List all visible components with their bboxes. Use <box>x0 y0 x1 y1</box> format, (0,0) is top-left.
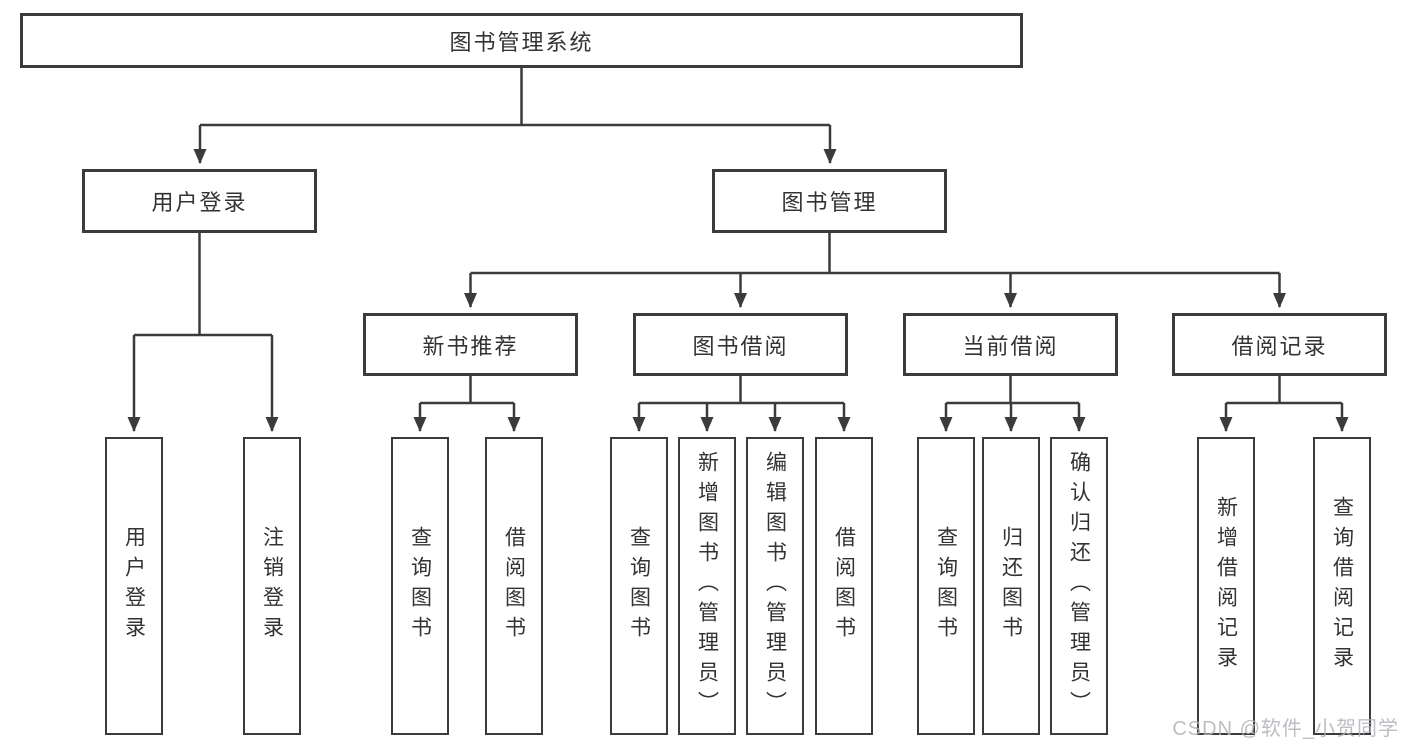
leaf-label: 借阅图书 <box>832 526 856 646</box>
node-label: 图书管理 <box>781 190 878 215</box>
watermark: CSDN @软件_小贺同学 <box>1172 718 1399 740</box>
leaf-label: 查询借阅记录 <box>1330 496 1354 676</box>
leaf-logout-login: 注销登录 <box>243 437 301 735</box>
node-label: 图书管理系统 <box>449 29 594 55</box>
node-label: 图书借阅 <box>692 333 789 359</box>
node-book-borrowing: 图书借阅 <box>633 313 848 376</box>
leaf-label: 查询图书 <box>627 526 651 646</box>
node-new-book-recommendation: 新书推荐 <box>363 313 578 376</box>
leaf-add-borrow-record: 新增借阅记录 <box>1197 437 1255 735</box>
leaf-label: 新增图书（管理员） <box>695 451 719 721</box>
node-label: 借阅记录 <box>1231 333 1328 359</box>
leaf-query-books-borrowing: 查询图书 <box>610 437 668 735</box>
leaf-label: 查询图书 <box>934 526 958 646</box>
leaf-query-borrow-record: 查询借阅记录 <box>1313 437 1371 735</box>
leaf-label: 编辑图书（管理员） <box>763 451 787 721</box>
leaf-borrow-books: 借阅图书 <box>815 437 873 735</box>
leaf-label: 用户登录 <box>122 526 146 646</box>
node-library-management-system: 图书管理系统 <box>20 13 1023 68</box>
node-label: 新书推荐 <box>422 333 519 359</box>
leaf-confirm-return-admin: 确认归还（管理员） <box>1050 437 1108 735</box>
node-label: 用户登录 <box>151 190 248 215</box>
node-user-login: 用户登录 <box>82 169 317 233</box>
leaf-query-books-current: 查询图书 <box>917 437 975 735</box>
node-borrowing-records: 借阅记录 <box>1172 313 1387 376</box>
node-current-borrowing: 当前借阅 <box>903 313 1118 376</box>
leaf-label: 确认归还（管理员） <box>1067 451 1091 721</box>
leaf-label: 归还图书 <box>999 526 1023 646</box>
leaf-query-books-recommend: 查询图书 <box>391 437 449 735</box>
leaf-borrow-books-recommend: 借阅图书 <box>485 437 543 735</box>
node-book-management: 图书管理 <box>712 169 947 233</box>
leaf-edit-books-admin: 编辑图书（管理员） <box>746 437 804 735</box>
leaf-add-books-admin: 新增图书（管理员） <box>678 437 736 735</box>
leaf-label: 注销登录 <box>260 526 284 646</box>
leaf-label: 新增借阅记录 <box>1214 496 1238 676</box>
leaf-user-login: 用户登录 <box>105 437 163 735</box>
leaf-label: 查询图书 <box>408 526 432 646</box>
leaf-return-books: 归还图书 <box>982 437 1040 735</box>
leaf-label: 借阅图书 <box>502 526 526 646</box>
node-label: 当前借阅 <box>962 333 1059 359</box>
